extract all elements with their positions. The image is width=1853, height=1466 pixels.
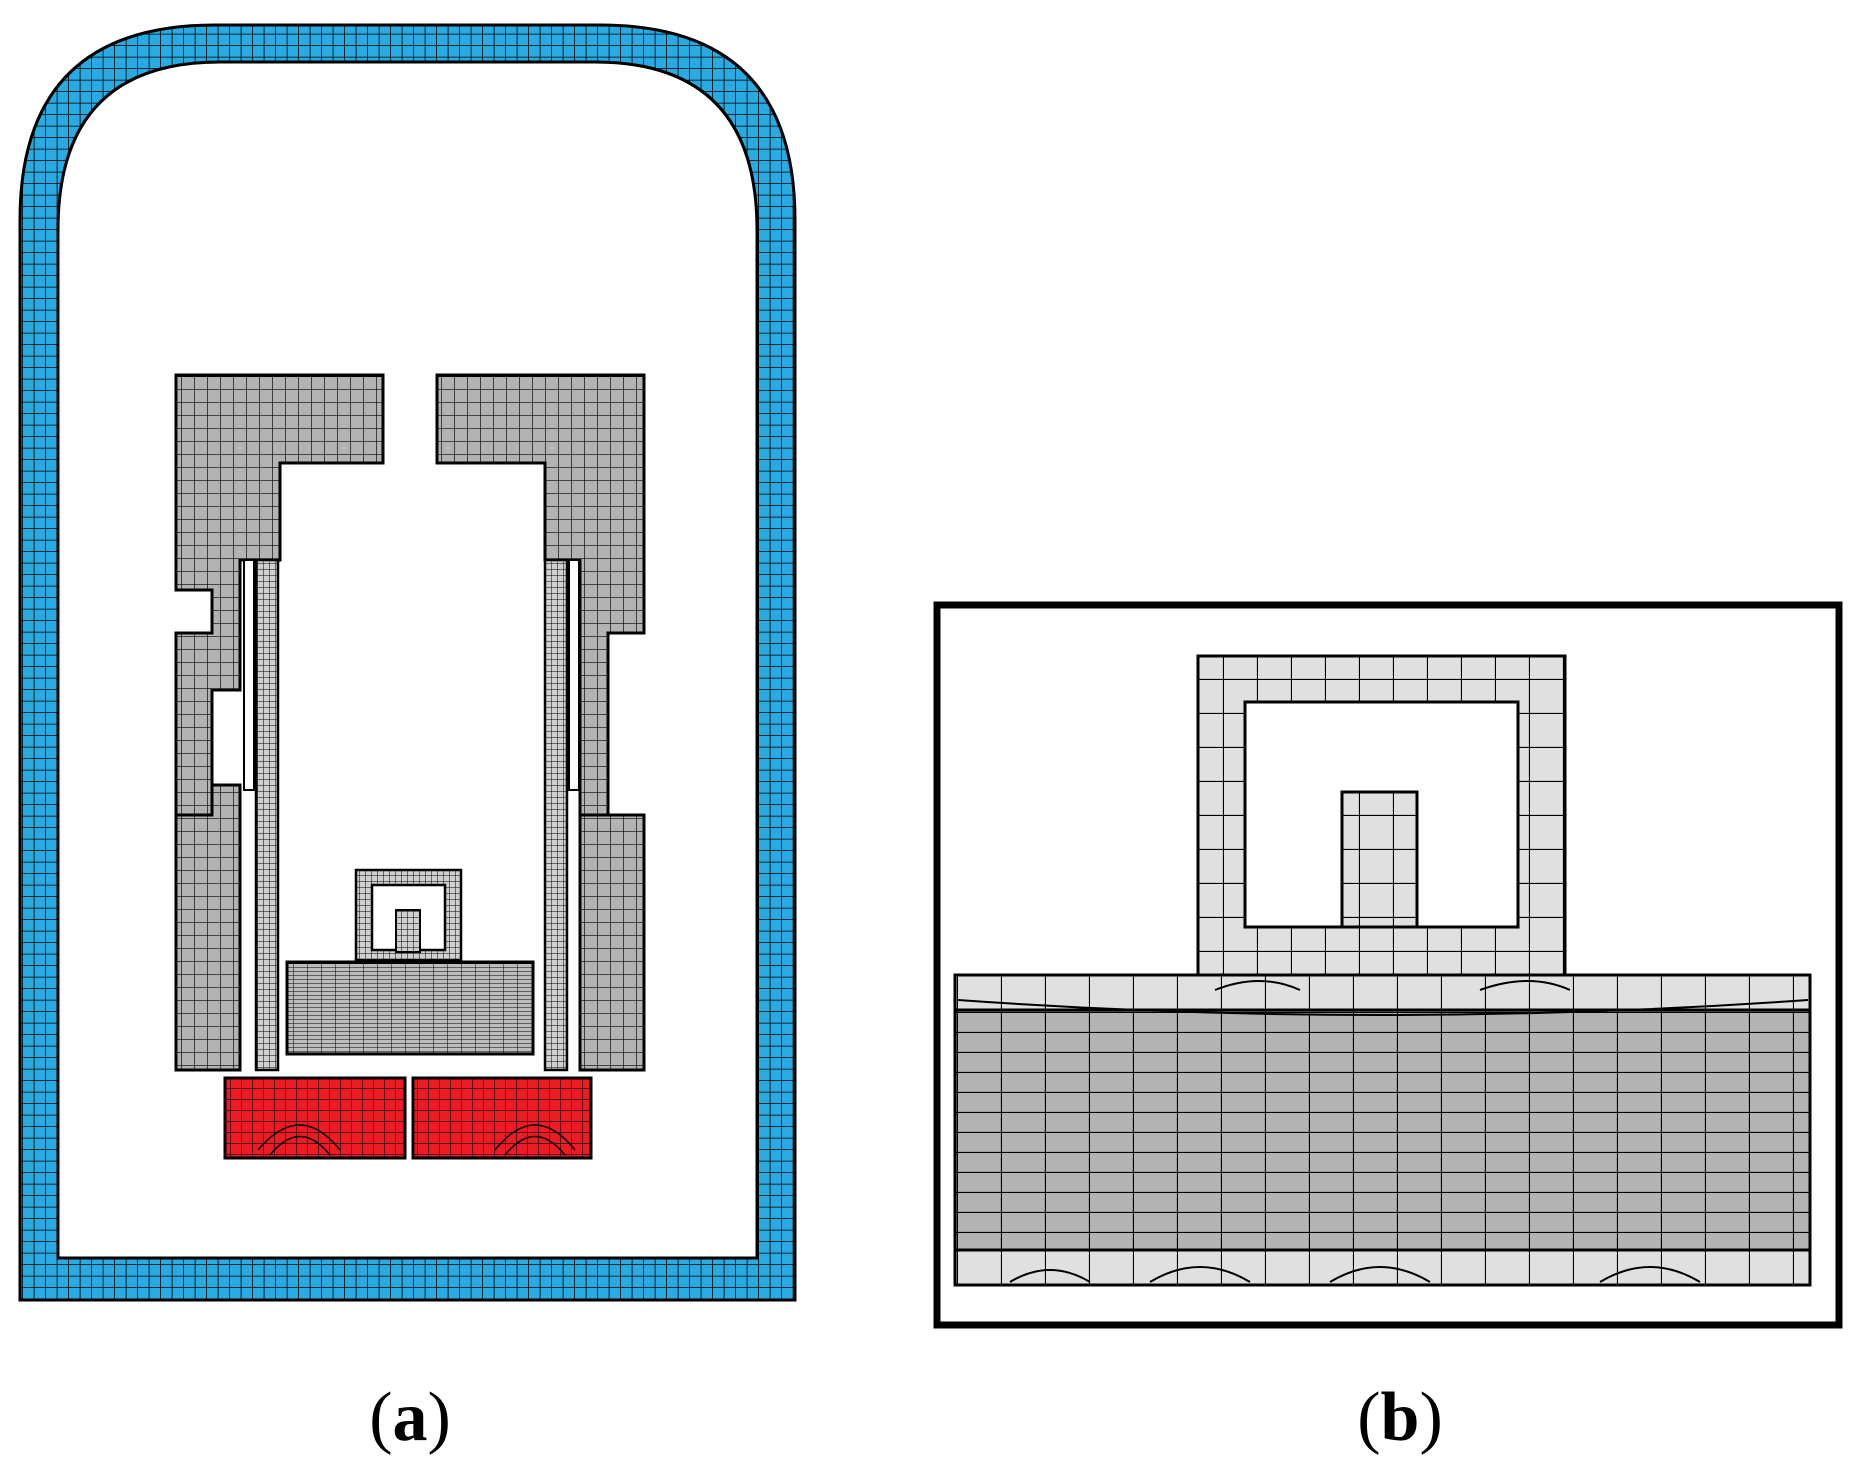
panel-b — [933, 601, 1843, 1329]
base-block-left — [223, 1076, 407, 1160]
base-curve-left — [257, 1124, 341, 1156]
detail-band-top — [953, 973, 1812, 1012]
panel-a — [18, 23, 797, 1302]
right-support-lower — [578, 813, 646, 1072]
detail-post — [1340, 790, 1419, 929]
base-curve-right — [494, 1124, 576, 1156]
detail-curves — [957, 980, 1809, 1283]
left-support-lower — [174, 783, 242, 1072]
detail-block — [953, 1008, 1812, 1252]
central-post — [395, 909, 421, 953]
left-support-upper — [174, 373, 385, 817]
base-block-right — [411, 1076, 593, 1160]
central-dense-block — [285, 960, 535, 1056]
caption-b: (b) — [1357, 1379, 1443, 1456]
containment-shell — [18, 23, 797, 1302]
left-channel — [243, 559, 255, 791]
left-inner-column — [254, 558, 280, 1072]
right-support-upper — [435, 373, 646, 817]
central-frame — [354, 868, 463, 962]
caption-a: (a) — [369, 1379, 451, 1456]
right-channel — [568, 559, 580, 791]
right-inner-column — [543, 558, 569, 1072]
